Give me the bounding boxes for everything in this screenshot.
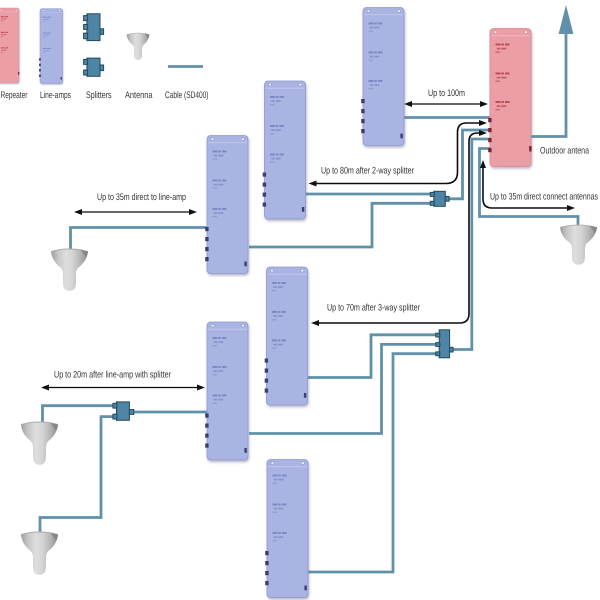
svg-text:Up to 80m after 2-way splitter: Up to 80m after 2-way splitter [321,166,414,177]
svg-text:Up to 20m after line-amp with: Up to 20m after line-amp with splitter [54,370,171,381]
svg-text:Up to 70m after 3-way splitter: Up to 70m after 3-way splitter [327,303,420,314]
svg-text:Up to 35m direct connect anten: Up to 35m direct connect antennas [490,192,598,203]
svg-text:Up to 35m direct to line-amp: Up to 35m direct to line-amp [97,192,186,203]
svg-text:Cable (SD400): Cable (SD400) [165,90,209,101]
svg-text:Outdoor antena: Outdoor antena [540,146,590,157]
svg-text:Line-amps: Line-amps [40,90,71,101]
svg-text:Antenna: Antenna [125,90,153,101]
svg-text:Repeater: Repeater [1,90,28,101]
svg-text:Splitters: Splitters [86,90,112,101]
svg-text:Up to 100m: Up to 100m [428,88,465,99]
